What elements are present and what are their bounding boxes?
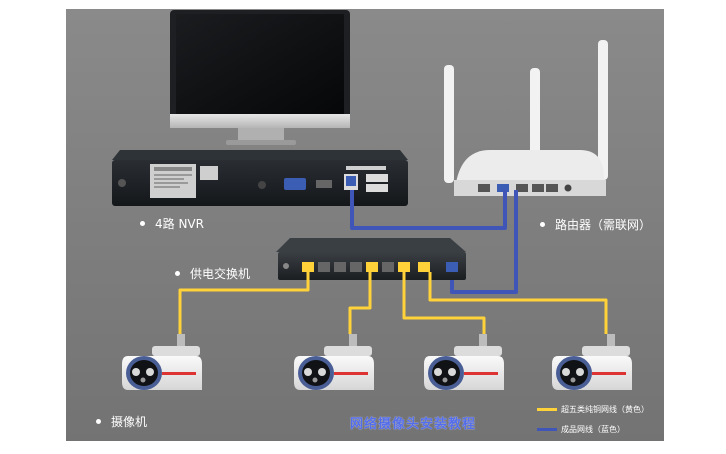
switch-label: 供电交换机 [175, 265, 250, 282]
legend-blue-text: 成品网线（蓝色） [561, 425, 625, 434]
poe-switch-icon [276, 238, 466, 280]
bullet-icon [140, 221, 145, 226]
bullet-icon [96, 419, 101, 424]
bullet-icon [540, 222, 545, 227]
router-label: 路由器（需联网） [540, 216, 651, 233]
camera-icon [122, 334, 632, 390]
legend-yellow-swatch [537, 408, 557, 411]
monitor-icon [170, 10, 350, 145]
camera-label-text: 摄像机 [111, 415, 148, 429]
blue-cables [350, 190, 518, 294]
nvr-label: 4路 NVR [140, 215, 204, 232]
watermark-text: 网络摄像头安装教程 [350, 417, 477, 432]
bullet-icon [175, 271, 180, 276]
switch-label-text: 供电交换机 [190, 267, 251, 281]
legend-yellow-text: 超五类纯铜网线（黄色） [561, 405, 649, 414]
legend-blue-swatch [537, 428, 557, 431]
router-label-text: 路由器（需联网） [555, 218, 652, 232]
yellow-cables [178, 272, 608, 334]
router-icon [444, 40, 608, 196]
nvr-label-text: 4路 NVR [155, 217, 204, 231]
camera-label: 摄像机 [96, 413, 147, 430]
nvr-icon [112, 150, 408, 206]
